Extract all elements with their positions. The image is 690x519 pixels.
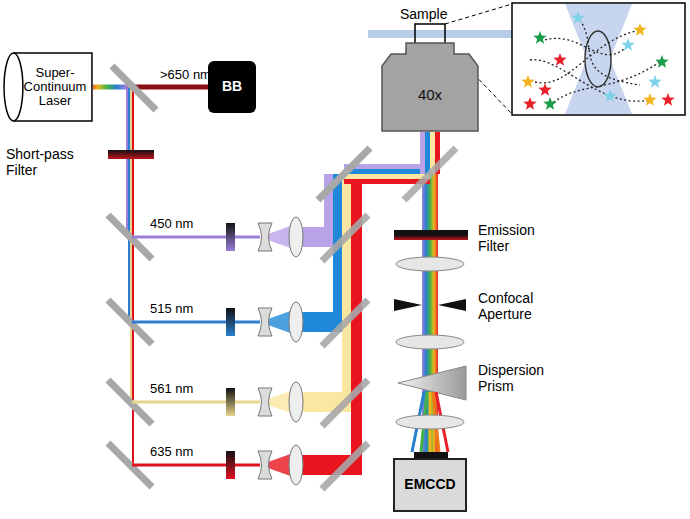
laser-lines <box>132 174 368 489</box>
fluorophore-star <box>648 75 661 88</box>
convex-lens <box>289 382 303 422</box>
laser-line <box>132 236 226 239</box>
band-pass-filter <box>226 388 235 416</box>
fluorophore-star <box>643 93 656 106</box>
fluorophore-star <box>533 31 546 44</box>
combined-beam <box>344 169 430 174</box>
laser-line <box>235 236 260 239</box>
fluorophore-star <box>538 83 551 96</box>
mirror <box>318 148 370 200</box>
laser-line <box>132 464 226 467</box>
emission-filter <box>394 230 468 240</box>
convex-lens <box>289 302 303 342</box>
node-label: BB <box>222 79 242 94</box>
part-label: Sample <box>400 6 460 22</box>
node-label: Super-Continuum Laser <box>21 66 89 109</box>
beam-block: BB <box>208 61 256 113</box>
convex-lens <box>289 445 303 485</box>
part-label: Confocal Aperture <box>478 290 560 322</box>
laser-beam <box>93 85 208 90</box>
concave-lens <box>258 388 272 416</box>
combined-beam <box>425 132 430 174</box>
laser-source: Super-Continuum Laser <box>3 52 93 122</box>
fluorophore-star <box>633 23 646 36</box>
dichroic-mirror <box>322 380 368 426</box>
cylinder-end <box>4 53 23 121</box>
camera-box: EMCCD <box>393 458 467 512</box>
beam-stripes <box>108 88 152 487</box>
band-pass-filter <box>226 451 235 479</box>
fluorophore-star <box>521 75 534 88</box>
laser-line <box>235 401 260 404</box>
zoom-line <box>445 4 512 24</box>
beam-stripe <box>126 88 128 237</box>
laser-line <box>132 321 226 324</box>
lens <box>396 257 464 271</box>
zoom-box <box>415 24 445 44</box>
node-label: EMCCD <box>404 477 455 492</box>
laser-line <box>235 464 260 467</box>
node-label: 40x <box>418 87 442 104</box>
diffusion-path <box>550 62 660 105</box>
fluorophore-star <box>571 11 584 24</box>
wavelength-label: 450 nm <box>150 217 210 232</box>
focal-volume <box>585 31 611 87</box>
sample-slide <box>368 30 518 38</box>
objective-body <box>382 43 478 131</box>
combined-beam <box>420 132 425 174</box>
beam-stripe <box>130 88 132 402</box>
focused-beam <box>565 4 632 114</box>
dichroic-mirror <box>322 300 368 346</box>
wavelength-label: 635 nm <box>150 445 210 460</box>
lens <box>396 415 464 429</box>
fluorophore-star <box>621 38 634 51</box>
diffusion-paths <box>530 20 660 105</box>
laser-line <box>132 401 226 404</box>
concave-lens <box>258 308 272 336</box>
objective-lens: 40x <box>381 42 479 132</box>
combined-beam <box>344 174 430 179</box>
diffusion-path <box>530 60 650 102</box>
short-pass-filter <box>108 150 154 159</box>
cylinder-body <box>13 53 91 121</box>
dichroic-mirror <box>322 443 368 489</box>
inset-frame <box>512 3 685 115</box>
wavelength-label: >650 nm <box>160 68 220 83</box>
confocal-aperture <box>438 299 466 311</box>
fluorophore-star <box>543 97 556 110</box>
fluorophore-star <box>553 53 566 66</box>
combined-beam <box>342 174 351 412</box>
band-pass-filter <box>226 223 235 251</box>
fluorophore-star <box>523 97 536 110</box>
convex-lens <box>289 217 303 257</box>
laser-line <box>235 321 260 324</box>
concave-lens <box>258 223 272 251</box>
fluorophore-star <box>661 93 674 106</box>
wavelength-label: 515 nm <box>150 302 210 317</box>
part-label: Emission Filter <box>478 222 560 254</box>
dichroic-mirror <box>112 66 156 110</box>
lens <box>396 335 464 349</box>
fluorophore-star <box>603 89 616 102</box>
fluorophore-star <box>655 55 668 68</box>
part-label: Short-pass Filter <box>6 146 102 178</box>
dichroic-mirror <box>404 148 456 200</box>
concave-lens <box>258 451 272 479</box>
diffusion-path <box>580 20 640 85</box>
beam-stripe <box>128 88 130 322</box>
fluorophores <box>521 11 674 110</box>
band-pass-filter <box>226 308 235 336</box>
confocal-aperture <box>394 299 422 311</box>
part-label: Dispersion Prism <box>478 362 564 394</box>
dichroic-mirror <box>322 215 368 261</box>
wavelength-label: 561 nm <box>150 382 210 397</box>
